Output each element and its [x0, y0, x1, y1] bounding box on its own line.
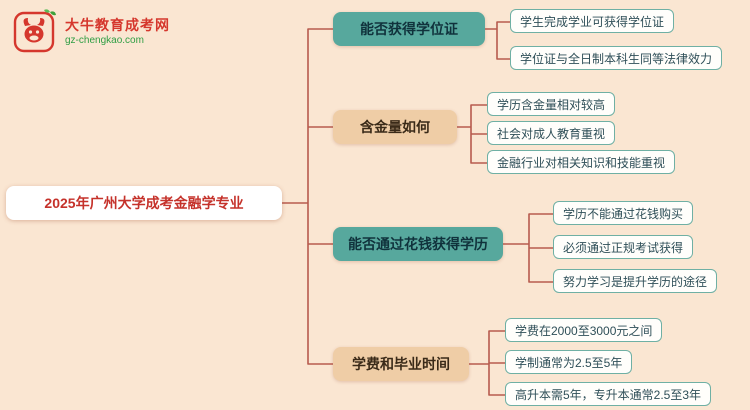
- branch-degree-certificate: 能否获得学位证: [333, 12, 485, 46]
- branch-gold-content: 含金量如何: [333, 110, 457, 144]
- site-logo: 大牛教育成考网 gz-chengkao.com: [12, 8, 170, 54]
- logo-text: 大牛教育成考网 gz-chengkao.com: [65, 16, 170, 47]
- leaf-node: 学历含金量相对较高: [487, 92, 616, 116]
- leaf-node: 努力学习是提升学历的途径: [553, 269, 718, 293]
- leaf-node: 学制通常为2.5至5年: [505, 350, 633, 374]
- leaf-node: 社会对成人教育重视: [487, 121, 616, 145]
- leaf-node: 学费在2000至3000元之间: [505, 318, 663, 342]
- leaf-node: 学生完成学业可获得学位证: [510, 9, 675, 33]
- branch-tuition-duration: 学费和毕业时间: [333, 347, 469, 381]
- leaf-node: 学位证与全日制本科生同等法律效力: [510, 46, 723, 70]
- leaf-node: 学历不能通过花钱购买: [553, 201, 694, 225]
- branch-buy-degree: 能否通过花钱获得学历: [333, 227, 503, 261]
- leaf-node: 金融行业对相关知识和技能重视: [487, 150, 676, 174]
- site-name: 大牛教育成考网: [65, 16, 170, 33]
- root-topic: 2025年广州大学成考金融学专业: [6, 186, 282, 220]
- bull-logo-icon: [13, 9, 56, 53]
- site-url: gz-chengkao.com: [65, 34, 144, 46]
- leaf-node: 必须通过正规考试获得: [553, 235, 694, 259]
- leaf-node: 高升本需5年，专升本通常2.5至3年: [505, 382, 712, 406]
